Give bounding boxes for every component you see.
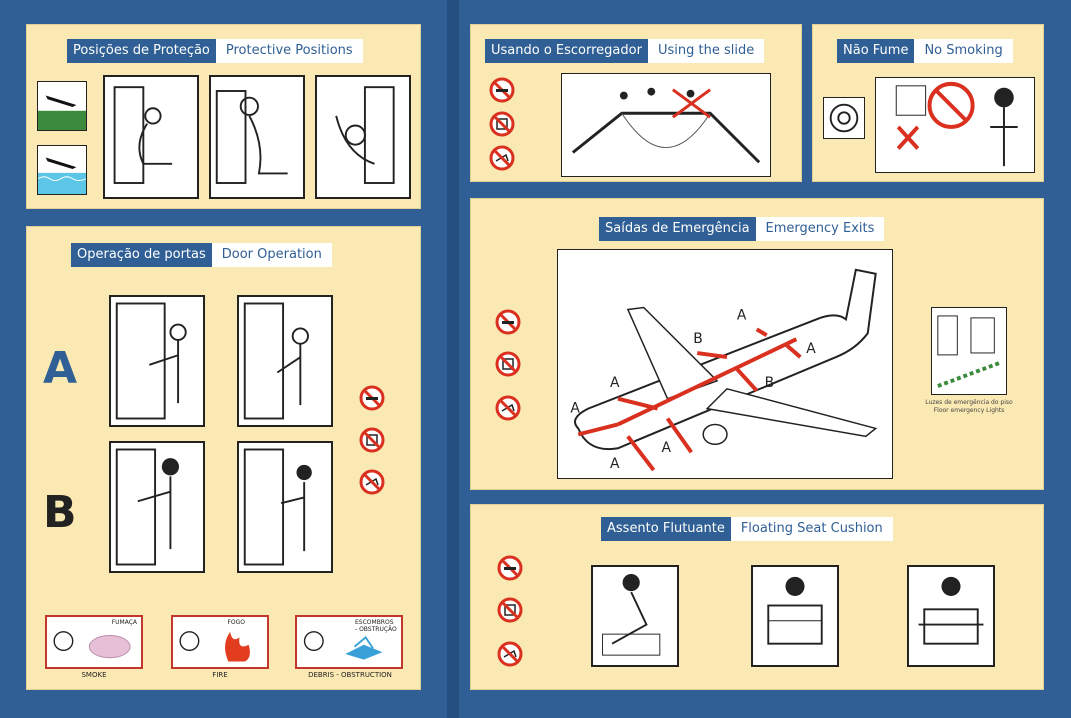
floating-seat-cushion-panel: Assento Flutuante Floating Seat Cushion xyxy=(470,504,1044,690)
header-en: Emergency Exits xyxy=(755,217,885,241)
no-smoking-icon xyxy=(497,555,523,581)
header-en: Floating Seat Cushion xyxy=(730,517,893,541)
cushion-removal-illustration xyxy=(591,565,679,667)
no-smoking-header: Não Fume No Smoking xyxy=(837,39,1013,63)
brace-position-illustration-2 xyxy=(209,75,305,199)
hazard-caption: SMOKE xyxy=(81,671,107,679)
brace-position-illustration-3 xyxy=(315,75,411,199)
no-smoking-icon xyxy=(489,77,515,103)
header-pt: Saídas de Emergência xyxy=(599,217,756,241)
exit-label: A xyxy=(806,341,816,357)
cushion-hold-illustration-2 xyxy=(907,565,995,667)
aircraft-exit-map: A B A A B A A A xyxy=(557,249,893,479)
emergency-exits-header: Saídas de Emergência Emergency Exits xyxy=(599,217,885,241)
floor-lights-en: Floor emergency Lights xyxy=(933,407,1005,414)
smoke-detector-icon xyxy=(823,97,865,139)
slide-jump-illustration xyxy=(561,73,771,177)
protective-positions-header: Posições de Proteção Protective Position… xyxy=(67,39,363,63)
hazard-caption: FIRE xyxy=(212,671,228,679)
door-b-step-1-illustration xyxy=(109,441,205,573)
no-smoking-panel: Não Fume No Smoking xyxy=(812,24,1044,182)
header-pt: Não Fume xyxy=(837,39,915,63)
floor-lights-pt: Luzes de emergência do piso xyxy=(925,399,1013,406)
door-operation-header: Operação de portas Door Operation xyxy=(71,243,332,267)
header-en: No Smoking xyxy=(914,39,1013,63)
hazard-tag: ESCOMBROS - OBSTRUÇÃO xyxy=(355,619,397,633)
header-pt: Posições de Proteção xyxy=(67,39,216,63)
no-smoking-icon xyxy=(359,385,385,411)
no-smoking-icon xyxy=(495,309,521,335)
header-pt: Usando o Escorregador xyxy=(485,39,648,63)
hazard-smoke: FUMAÇA xyxy=(45,615,143,669)
header-en: Protective Positions xyxy=(215,39,363,63)
no-high-heels-icon xyxy=(359,469,385,495)
no-baggage-icon xyxy=(489,111,515,137)
header-en: Door Operation xyxy=(211,243,332,267)
using-slide-header: Usando o Escorregador Using the slide xyxy=(485,39,765,63)
door-a-step-2-illustration xyxy=(237,295,333,427)
hazard-caption: DEBRIS - OBSTRUCTION xyxy=(308,671,392,679)
exit-label: A xyxy=(610,456,620,472)
protective-positions-panel: Posições de Proteção Protective Position… xyxy=(26,24,421,209)
page-fold xyxy=(447,0,459,718)
exit-label: B xyxy=(693,331,703,347)
door-operation-panel: Operação de portas Door Operation A B FU… xyxy=(26,226,421,690)
no-high-heels-icon xyxy=(495,395,521,421)
using-slide-panel: Usando o Escorregador Using the slide xyxy=(470,24,802,182)
hazard-tag: FUMAÇA xyxy=(111,619,137,626)
door-b-step-2-illustration xyxy=(237,441,333,573)
floor-emergency-lights-illustration xyxy=(931,307,1007,395)
exit-label: A xyxy=(737,307,747,323)
land-landing-icon xyxy=(37,81,87,131)
no-high-heels-icon xyxy=(497,641,523,667)
cushion-hold-illustration-1 xyxy=(751,565,839,667)
exit-label: A xyxy=(570,401,580,417)
door-type-a-label: A xyxy=(43,343,78,394)
exit-label: A xyxy=(662,440,672,456)
exit-label: B xyxy=(765,375,775,391)
water-landing-icon xyxy=(37,145,87,195)
hazard-fire: FOGO xyxy=(171,615,269,669)
exit-label: A xyxy=(610,375,620,391)
hazard-tag: FOGO xyxy=(227,619,245,626)
no-high-heels-icon xyxy=(489,145,515,171)
floor-lights-caption: Luzes de emergência do piso Floor emerge… xyxy=(907,399,1031,415)
door-a-step-1-illustration xyxy=(109,295,205,427)
emergency-exits-panel: Saídas de Emergência Emergency Exits A B… xyxy=(470,198,1044,490)
no-smoking-lavatory-illustration xyxy=(875,77,1035,173)
floating-seat-cushion-header: Assento Flutuante Floating Seat Cushion xyxy=(601,517,893,541)
brace-position-illustration-1 xyxy=(103,75,199,199)
no-baggage-icon xyxy=(495,351,521,377)
header-en: Using the slide xyxy=(647,39,765,63)
hazard-debris: ESCOMBROS - OBSTRUÇÃO xyxy=(295,615,403,669)
door-type-b-label: B xyxy=(43,487,77,538)
no-baggage-icon xyxy=(497,597,523,623)
no-baggage-icon xyxy=(359,427,385,453)
header-pt: Assento Flutuante xyxy=(601,517,731,541)
header-pt: Operação de portas xyxy=(71,243,212,267)
